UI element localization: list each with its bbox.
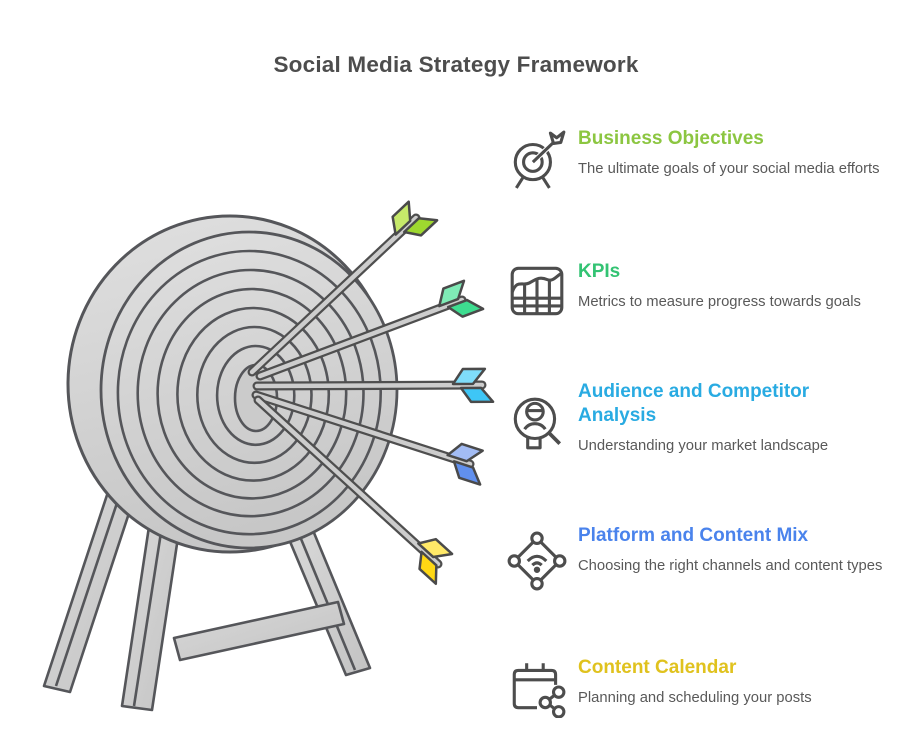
arrow-audience-analysis [252, 367, 495, 404]
item-heading: Audience and Competitor Analysis [578, 381, 810, 426]
item-description: The ultimate goals of your social media … [578, 161, 880, 177]
item-description: Choosing the right channels and content … [578, 558, 883, 574]
tripod-stand [42, 490, 372, 712]
arrow-kpis [255, 279, 485, 381]
arrows [247, 200, 495, 586]
chart-grid-icon [510, 266, 564, 316]
arrow-content-calendar [253, 395, 454, 586]
arrow-platform-mix [251, 390, 484, 486]
network-wifi-icon [507, 531, 567, 591]
item-heading: KPIs [578, 261, 621, 282]
stand-crossbar [172, 600, 346, 662]
item-heading: Business Objectives [578, 128, 764, 149]
calendar-share-icon [512, 663, 566, 718]
target-arrow-icon [513, 130, 566, 189]
dartboard-illustration [42, 200, 495, 712]
item-heading: Content Calendar [578, 657, 737, 678]
stand-middle-leg [120, 518, 182, 712]
item-description: Understanding your market landscape [578, 438, 829, 454]
page-title: Social Media Strategy Framework [273, 52, 639, 77]
item-description: Planning and scheduling your posts [578, 690, 812, 706]
stand-left-leg [42, 490, 136, 694]
item-description: Metrics to measure progress towards goal… [578, 294, 861, 310]
person-magnifier-icon [513, 397, 562, 450]
item-heading: Platform and Content Mix [578, 525, 809, 546]
board-rings [116, 249, 382, 536]
arrow-business-objectives [247, 200, 439, 377]
